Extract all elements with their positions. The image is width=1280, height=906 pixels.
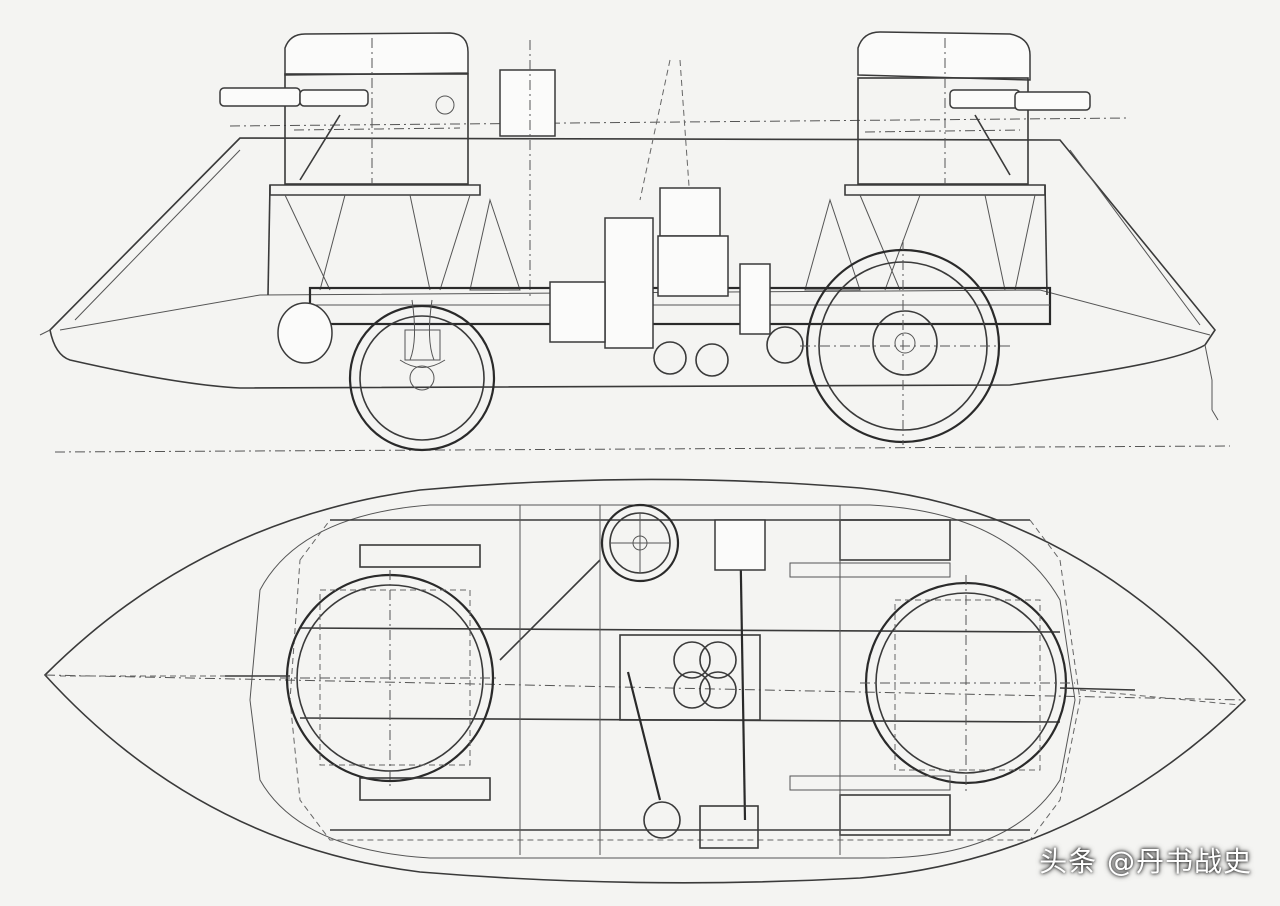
plan-engine [619,519,766,821]
watermark-text: 头条 @丹书战史 [1039,845,1252,878]
front-wheel [348,299,496,452]
side-elevation-view [39,31,1231,453]
right-turret-ring [860,575,1075,795]
left-turret [219,32,469,185]
plan-view [43,478,1247,884]
engine-block [549,187,804,377]
right-turret [857,31,1091,185]
fuel-tank [277,302,333,364]
left-turret-ring [280,570,500,790]
side-hull-outline [49,137,1216,389]
ground-line [54,445,1231,453]
steering-wheel [499,503,680,661]
rear-wheel [800,240,1010,445]
